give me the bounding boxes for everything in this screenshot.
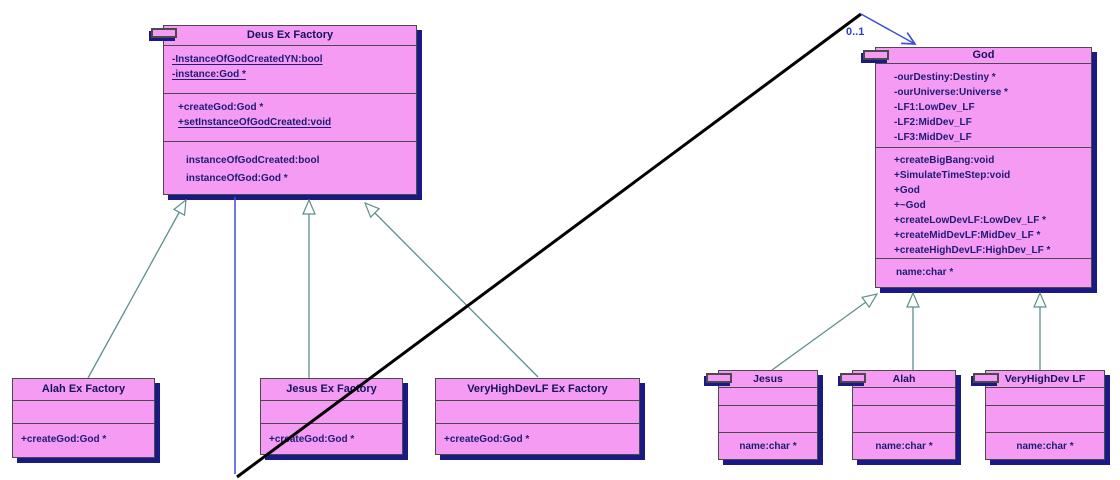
class-jesus-ex-factory[interactable]: Jesus Ex Factory +createGod:God * [260, 378, 403, 455]
class-tab-icon [151, 28, 177, 38]
attributes-compartment: -InstanceOfGodCreatedYN:bool -instance:G… [164, 46, 416, 94]
attributes-compartment [986, 388, 1104, 406]
methods-compartment [986, 406, 1104, 433]
class-god[interactable]: God -ourDestiny:Destiny * -ourUniverse:U… [863, 47, 1092, 289]
method: +createHighDevLF:HighDev_LF * [894, 245, 1051, 256]
class-title: Alah Ex Factory [13, 379, 154, 401]
attributes-compartment [719, 388, 817, 406]
property: instanceOfGod:God * [186, 173, 288, 184]
attributes-compartment [13, 401, 154, 424]
association-multiplicity-label: 0..1 [846, 26, 865, 38]
method: +createGod:God * [21, 434, 107, 445]
attribute: -ourUniverse:Universe * [894, 87, 1008, 98]
method: +createBigBang:void [894, 155, 995, 166]
attributes-compartment [436, 401, 639, 424]
method: +setInstanceOfGodCreated:void [178, 117, 332, 128]
methods-compartment: +createGod:God * [13, 424, 154, 445]
properties-compartment: instanceOfGodCreated:bool instanceOfGod:… [164, 142, 416, 196]
class-tab-icon [706, 373, 732, 383]
method: +SimulateTimeStep:void [894, 170, 1011, 181]
class-title: VeryHighDev LF [986, 371, 1104, 388]
class-title: Alah [853, 371, 955, 388]
class-tab-icon [863, 50, 889, 60]
property: name:char * [896, 267, 954, 278]
class-veryhighdevlf-ex-factory[interactable]: VeryHighDevLF Ex Factory +createGod:God … [435, 378, 640, 455]
attributes-compartment [853, 388, 955, 406]
class-title: Jesus Ex Factory [261, 379, 402, 401]
attribute: -LF3:MidDev_LF [894, 132, 972, 143]
class-tab-icon [840, 373, 866, 383]
attributes-compartment: -ourDestiny:Destiny * -ourUniverse:Unive… [876, 64, 1091, 148]
properties-compartment: name:char * [986, 433, 1104, 452]
property: name:char * [875, 441, 933, 452]
association-deus-god-segment-arrow[interactable] [860, 13, 917, 45]
class-tab-icon [973, 373, 999, 383]
methods-compartment: +createGod:God * +setInstanceOfGodCreate… [164, 94, 416, 142]
method: +createLowDevLF:LowDev_LF * [894, 215, 1046, 226]
properties-compartment: name:char * [853, 433, 955, 452]
properties-compartment: name:char * [876, 259, 1091, 289]
class-jesus[interactable]: Jesus name:char * [706, 370, 818, 460]
generalization-veryhighdevlf-ex-factory-to-deus[interactable] [365, 203, 539, 378]
attribute: -InstanceOfGodCreatedYN:bool [172, 54, 323, 65]
method: +createGod:God * [444, 434, 530, 445]
generalization-alah-ex-factory-to-deus[interactable] [87, 200, 186, 379]
methods-compartment: +createGod:God * [436, 424, 639, 445]
class-title: VeryHighDevLF Ex Factory [436, 379, 639, 401]
attribute: -LF1:LowDev_LF [894, 102, 975, 113]
attribute: -LF2:MidDev_LF [894, 117, 972, 128]
generalization-jesus-to-god[interactable] [771, 294, 877, 371]
class-alah[interactable]: Alah name:char * [840, 370, 956, 460]
methods-compartment: +createBigBang:void +SimulateTimeStep:vo… [876, 148, 1091, 259]
method: +createMidDevLF:MidDev_LF * [894, 230, 1041, 241]
methods-compartment [719, 406, 817, 433]
method: +createGod:God * [269, 434, 355, 445]
method: +~God [894, 200, 926, 211]
method: +createGod:God * [178, 102, 264, 113]
attributes-compartment [261, 401, 402, 424]
class-alah-ex-factory[interactable]: Alah Ex Factory +createGod:God * [12, 378, 155, 458]
class-title: Deus Ex Factory [164, 26, 416, 46]
property: instanceOfGodCreated:bool [186, 155, 320, 166]
properties-compartment: name:char * [719, 433, 817, 452]
property: name:char * [1016, 441, 1074, 452]
class-deus-ex-factory[interactable]: Deus Ex Factory -InstanceOfGodCreatedYN:… [151, 25, 417, 196]
class-title: Jesus [719, 371, 817, 388]
class-title: God [876, 48, 1091, 64]
attribute: -instance:God * [172, 69, 246, 80]
attribute: -ourDestiny:Destiny * [894, 72, 996, 83]
class-veryhighdev-lf[interactable]: VeryHighDev LF name:char * [973, 370, 1105, 460]
method: +God [894, 185, 920, 196]
property: name:char * [739, 441, 797, 452]
methods-compartment: +createGod:God * [261, 424, 402, 445]
methods-compartment [853, 406, 955, 433]
